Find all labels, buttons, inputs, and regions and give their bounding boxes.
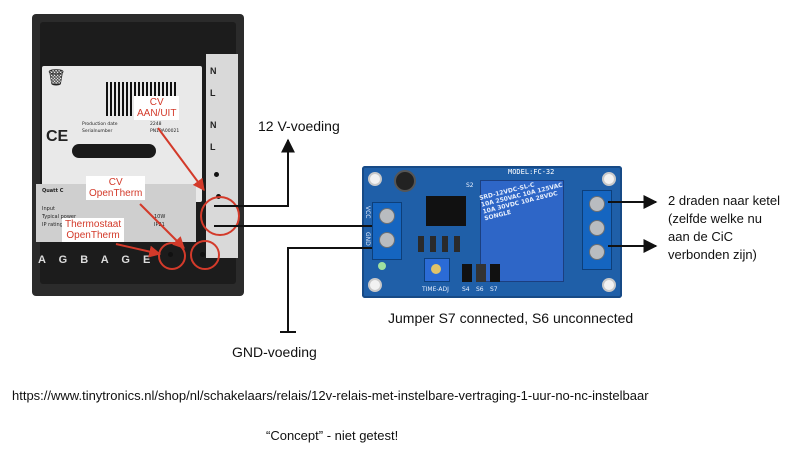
label-line-serial: Serialnumber [82, 129, 113, 134]
jumper-label-s4: S4 [462, 286, 470, 293]
wire-12v-supply [214, 138, 295, 207]
terminal-screw [379, 208, 395, 224]
red-arrow-cv-opentherm [139, 203, 185, 249]
terminal-screw [589, 244, 605, 260]
spec-row-ip: IP rating [42, 222, 63, 228]
spec-value-power: 10W [154, 214, 166, 220]
resistor [430, 236, 436, 252]
time-adj-label: TIME-ADJ [422, 286, 449, 293]
label-line-production: Production date [82, 122, 118, 127]
source-url[interactable]: https://www.tinytronics.nl/shop/nl/schak… [12, 388, 649, 403]
mount-hole [602, 172, 616, 186]
mount-hole [368, 278, 382, 292]
time-adjust-potentiometer [424, 258, 450, 282]
status-led [378, 262, 386, 270]
label-value-serial: PN19A00021 [150, 129, 180, 134]
terminal-screw [379, 232, 395, 248]
relay-board: MODEL:FC-32 S5 S2 SRD-12VDC-SL-C 10A 250… [362, 166, 622, 298]
board-s2-label: S2 [466, 182, 474, 189]
highlight-circle-cv [190, 240, 220, 270]
jumper-s6 [476, 264, 486, 282]
terminal-screw [589, 196, 605, 212]
jumper-s7 [490, 264, 500, 282]
red-arrow-cv-aan-uit [157, 127, 205, 191]
jumper-label-s7: S7 [490, 286, 498, 293]
spec-row-power: Typical power [42, 214, 77, 220]
pot-knob [431, 264, 441, 274]
mount-hole [368, 172, 382, 186]
pin-label-gnd: GND [364, 232, 371, 246]
side-symbol-l1: L [210, 88, 216, 98]
label-12v-voeding: 12 V-voeding [258, 118, 340, 134]
terminal-screw [589, 220, 605, 236]
resistor [454, 236, 460, 252]
quatt-label: Quatt C [42, 188, 64, 194]
device-label-card: Production date Serialnumber 2248 PN19A0… [42, 66, 202, 202]
ce-mark: CE [46, 128, 69, 145]
mount-hole [602, 278, 616, 292]
jumper-label-s6: S6 [476, 286, 484, 293]
label-cv-opentherm: CV OpenTherm [86, 176, 146, 200]
label-jumper: Jumper S7 connected, S6 unconnected [388, 310, 634, 326]
resistor [418, 236, 424, 252]
capacitor [394, 170, 416, 192]
jumper-s4 [462, 264, 472, 282]
label-ketel: 2 draden naar ketel (zelfde welke nu aan… [668, 193, 781, 262]
side-symbol-n2: N [210, 120, 217, 130]
label-value-production: 2248 [150, 122, 162, 127]
board-model: MODEL:FC-32 [508, 168, 555, 176]
terminal-row-labels: A G B A G E [38, 254, 156, 266]
red-arrow-thermostaat [115, 243, 162, 258]
device-photo: Production date Serialnumber 2248 PN19A0… [32, 14, 244, 296]
ic-chip [426, 196, 466, 226]
spec-row-input: Input [42, 206, 55, 212]
highlight-circle-relay-terminals [200, 196, 240, 236]
label-cv-aan-uit: CV AAN/UIT [134, 96, 180, 120]
label-gnd-voeding: GND-voeding [232, 344, 317, 360]
redacted-area [72, 144, 156, 158]
wire-gnd [287, 247, 372, 332]
terminal-dot-upper [214, 172, 219, 177]
label-thermostaat-opentherm: Thermostaat OpenTherm [62, 218, 125, 242]
concept-note: “Concept” - niet getest! [266, 428, 399, 443]
spec-value-ip: IP21 [154, 222, 165, 228]
side-symbol-l2: L [210, 142, 216, 152]
weee-bin-icon: 🗑 [46, 70, 67, 87]
resistor [442, 236, 448, 252]
pin-label-vcc: VCC [364, 206, 371, 219]
side-symbol-n1: N [210, 66, 217, 76]
